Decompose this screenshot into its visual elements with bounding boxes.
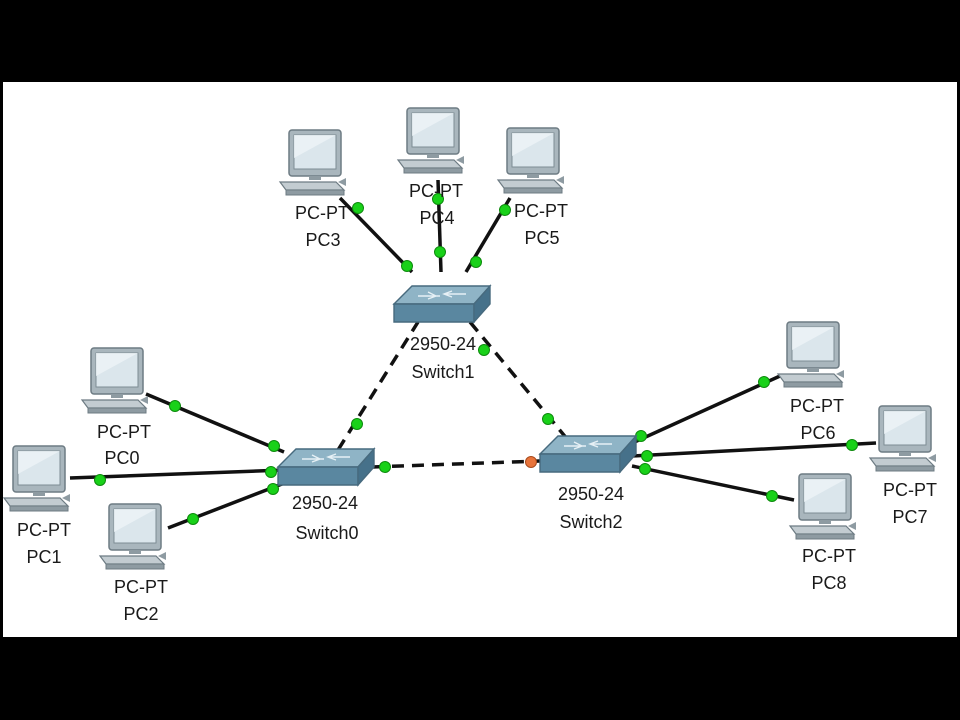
switch1-name-label: Switch1: [411, 362, 474, 382]
pc5-node[interactable]: PC-PT PC5: [497, 127, 568, 248]
link-light: [265, 466, 277, 478]
pc3-node[interactable]: PC-PT PC3: [279, 129, 349, 250]
cable-switch0-switch1[interactable]: [336, 321, 420, 451]
link-light: [470, 256, 482, 268]
switch2-node[interactable]: 2950-24 Switch2: [539, 435, 637, 532]
cable-pc2-switch0[interactable]: [167, 482, 283, 530]
switch0-name-label: Switch0: [295, 523, 358, 543]
link-light: [542, 413, 554, 425]
pc7-model-label: PC-PT: [883, 480, 937, 500]
pc4-node[interactable]: PC-PT PC4: [397, 107, 465, 228]
pc3-name-label: PC3: [305, 230, 340, 250]
link-light: [758, 376, 770, 388]
pc-icon[interactable]: [397, 107, 465, 174]
switch2-name-label: Switch2: [559, 512, 622, 532]
pc1-name-label: PC1: [26, 547, 61, 567]
pc2-name-label: PC2: [123, 604, 158, 624]
cable-pc6-switch2[interactable]: [627, 374, 781, 447]
cable-pc1-switch0[interactable]: [69, 468, 285, 480]
pc1-model-label: PC-PT: [17, 520, 71, 540]
pc5-model-label: PC-PT: [514, 201, 568, 221]
link-light: [499, 204, 511, 216]
pc3-model-label: PC-PT: [295, 203, 349, 223]
cables-layer: [69, 179, 877, 530]
link-light: [169, 400, 181, 412]
pc4-name-label: PC4: [419, 208, 454, 228]
pc1-node[interactable]: PC-PT PC1: [3, 445, 71, 567]
switch-icon[interactable]: [539, 435, 637, 473]
switch-icon[interactable]: [393, 285, 491, 323]
pc8-name-label: PC8: [811, 573, 846, 593]
link-light: [379, 461, 391, 473]
pc0-name-label: PC0: [104, 448, 139, 468]
switch0-model-label: 2950-24: [292, 493, 358, 513]
switch2-model-label: 2950-24: [558, 484, 624, 504]
link-light: [267, 483, 279, 495]
switch0-node[interactable]: 2950-24 Switch0: [277, 448, 375, 543]
link-light: [639, 463, 651, 475]
link-light-blocking: [525, 456, 537, 468]
switch1-node[interactable]: 2950-24 Switch1: [393, 285, 491, 382]
pc-icon[interactable]: [869, 405, 937, 472]
link-light: [432, 193, 444, 205]
pc-icon[interactable]: [81, 347, 149, 414]
pc7-node[interactable]: PC-PT PC7: [869, 405, 937, 527]
pc-icon[interactable]: [789, 473, 857, 540]
cable-pc3-switch1[interactable]: [338, 196, 414, 274]
pc8-node[interactable]: PC-PT PC8: [789, 473, 857, 593]
link-light: [268, 440, 280, 452]
pc-icon[interactable]: [3, 445, 71, 512]
cable-switch1-switch2[interactable]: [468, 320, 570, 442]
link-lights-layer: [94, 193, 858, 525]
cable-switch0-switch2[interactable]: [371, 459, 541, 469]
pc4-model-label: PC-PT: [409, 181, 463, 201]
link-light: [401, 260, 413, 272]
pc7-name-label: PC7: [892, 507, 927, 527]
pc6-model-label: PC-PT: [790, 396, 844, 416]
link-light: [635, 430, 647, 442]
cable-pc0-switch0[interactable]: [145, 392, 285, 454]
pc0-model-label: PC-PT: [97, 422, 151, 442]
link-light: [352, 202, 364, 214]
switch-icon[interactable]: [277, 448, 375, 486]
pc5-name-label: PC5: [524, 228, 559, 248]
cable-pc7-switch2[interactable]: [631, 441, 877, 458]
letterbox-top: [0, 0, 960, 82]
pc8-model-label: PC-PT: [802, 546, 856, 566]
link-light: [846, 439, 858, 451]
link-light: [187, 513, 199, 525]
pc-icon[interactable]: [497, 127, 565, 194]
link-light: [434, 246, 446, 258]
link-light: [478, 344, 490, 356]
link-light: [351, 418, 363, 430]
link-light: [766, 490, 778, 502]
switch1-model-label: 2950-24: [410, 334, 476, 354]
pc0-node[interactable]: PC-PT PC0: [81, 347, 151, 468]
pc6-name-label: PC6: [800, 423, 835, 443]
letterbox-bottom: [0, 637, 960, 720]
pc6-node[interactable]: PC-PT PC6: [777, 321, 845, 443]
pc-icon[interactable]: [777, 321, 845, 388]
link-light: [94, 474, 106, 486]
pc2-node[interactable]: PC-PT PC2: [99, 503, 168, 624]
pc-icon[interactable]: [279, 129, 347, 196]
pc-icon[interactable]: [99, 503, 167, 570]
pc2-model-label: PC-PT: [114, 577, 168, 597]
link-light: [641, 450, 653, 462]
